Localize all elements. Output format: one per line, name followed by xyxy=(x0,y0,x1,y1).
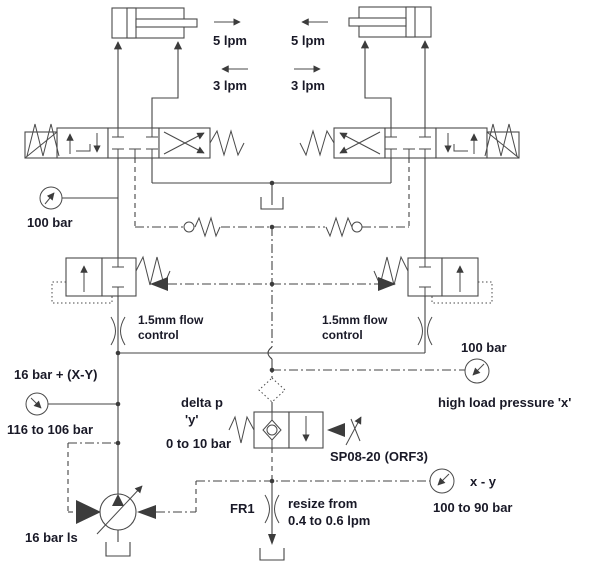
junction-dots xyxy=(115,180,275,484)
high-load-gauge-needle-icon xyxy=(472,363,485,376)
sp08-adjust-arrow-icon xyxy=(345,416,362,446)
supply-gauge: 100 bar xyxy=(27,186,118,230)
right-logic-valve xyxy=(272,158,493,304)
supply-gauge-dial xyxy=(39,186,63,210)
right-valve-left-spring-icon xyxy=(299,129,335,157)
right-directional-valve xyxy=(299,123,520,159)
xy-gauge-title: x - y xyxy=(470,474,497,489)
pump-variable-arrow-icon xyxy=(96,485,143,535)
right-cylinder-piston xyxy=(405,6,416,38)
ls-gauge-needle-icon xyxy=(30,397,42,409)
sp08-pilot-arrow-icon xyxy=(327,423,345,437)
delta-p-symbol: 'y' xyxy=(185,412,198,427)
bridge-line xyxy=(117,352,425,494)
fr1-orifice: FR1 resize from 0.4 to 0.6 lpm xyxy=(230,448,370,561)
sp08-orifice-check-icon xyxy=(266,424,278,436)
sp08-suffix: (ORF3) xyxy=(385,449,428,464)
fr1-note1: resize from xyxy=(288,496,357,511)
tank-icon xyxy=(260,197,284,210)
left-orifice-icon xyxy=(110,316,116,346)
xy-gauge: x - y 100 to 90 bar xyxy=(196,468,513,515)
delta-p-range: 0 to 10 bar xyxy=(166,436,231,451)
fr1-note2: 0.4 to 0.6 lpm xyxy=(288,513,370,528)
delta-p-labels: delta p 'y' 0 to 10 bar xyxy=(166,395,231,451)
supply-gauge-needle-icon xyxy=(44,192,55,205)
right-cylinder-rod xyxy=(348,17,407,27)
right-flow-control-label1: 1.5mm flow xyxy=(322,313,388,327)
left-directional-valve xyxy=(24,123,245,159)
left-cylinder-piston xyxy=(126,7,137,39)
pump-pilot-arrow-icon xyxy=(76,500,101,524)
flow-rate-annotations: 5 lpm 3 lpm 5 lpm 3 lpm xyxy=(213,18,328,93)
sp08-valve: SP08-20 (ORF3) xyxy=(228,377,428,464)
pump-tank-icon xyxy=(105,542,131,557)
xy-gauge-needle-icon xyxy=(437,473,450,486)
left-flow-control-label1: 1.5mm flow xyxy=(138,313,204,327)
pilot-shuttle-line xyxy=(134,158,410,238)
fr1-orifice-icon xyxy=(264,494,270,524)
supply-gauge-value: 100 bar xyxy=(27,215,73,230)
left-logic-valve xyxy=(51,158,272,304)
left-retract-rate: 3 lpm xyxy=(213,78,247,93)
fr1-label: FR1 xyxy=(230,501,255,516)
right-extend-rate: 5 lpm xyxy=(291,33,325,48)
left-extend-rate: 5 lpm xyxy=(213,33,247,48)
right-flow-control: 1.5mm flow control xyxy=(322,296,433,353)
high-load-gauge-dial xyxy=(464,358,490,384)
high-load-gauge: 100 bar high load pressure 'x' xyxy=(272,340,571,410)
right-valve-right-spring-icon xyxy=(484,123,518,157)
pump-outlet-arrow-icon xyxy=(112,494,124,506)
left-check-ball-icon xyxy=(183,221,195,233)
left-logic-drain-line xyxy=(51,281,113,304)
xy-gauge-range: 100 to 90 bar xyxy=(433,500,513,515)
ls-gauge-range: 116 to 106 bar xyxy=(7,422,93,437)
left-valve-left-spring-icon xyxy=(26,123,60,157)
fr1-tank-icon xyxy=(259,548,285,561)
ls-gauge-title: 16 bar + (X-Y) xyxy=(14,367,97,382)
pump-label: 16 bar ls xyxy=(25,530,78,545)
fr1-flow-arrow-icon xyxy=(268,534,276,545)
ls-gauge: 16 bar + (X-Y) 116 to 106 bar xyxy=(7,367,118,437)
left-cylinder xyxy=(111,7,198,128)
left-cylinder-rod xyxy=(135,18,198,28)
pump-ls-arrow-icon xyxy=(137,505,156,519)
right-check-ball-icon xyxy=(351,221,363,233)
left-check-spring-icon xyxy=(194,216,221,238)
sp08-model: SP08-20 xyxy=(330,449,381,464)
high-load-gauge-caption: high load pressure 'x' xyxy=(438,395,571,410)
center-pilot-line xyxy=(267,227,273,378)
high-load-gauge-value: 100 bar xyxy=(461,340,507,355)
delta-p-name: delta p xyxy=(181,395,223,410)
right-cylinder xyxy=(348,6,432,128)
filter-diamond-icon xyxy=(258,377,286,403)
right-logic-drain-line xyxy=(431,281,493,304)
right-check-spring-icon xyxy=(325,216,353,238)
left-logic-pilot-arrow-icon xyxy=(150,277,168,291)
right-logic-pilot-arrow-icon xyxy=(378,277,396,291)
pump: 16 bar ls xyxy=(25,442,197,557)
left-valve-right-spring-icon xyxy=(209,129,245,157)
right-orifice-icon xyxy=(417,316,423,346)
sp08-spring-icon xyxy=(228,415,255,444)
right-flow-control-label2: control xyxy=(322,328,363,342)
sp08-label: SP08-20 (ORF3) xyxy=(330,449,428,464)
left-flow-control-label2: control xyxy=(138,328,179,342)
right-retract-rate: 3 lpm xyxy=(291,78,325,93)
xy-gauge-dial xyxy=(429,468,455,494)
left-flow-control: 1.5mm flow control xyxy=(110,296,204,353)
